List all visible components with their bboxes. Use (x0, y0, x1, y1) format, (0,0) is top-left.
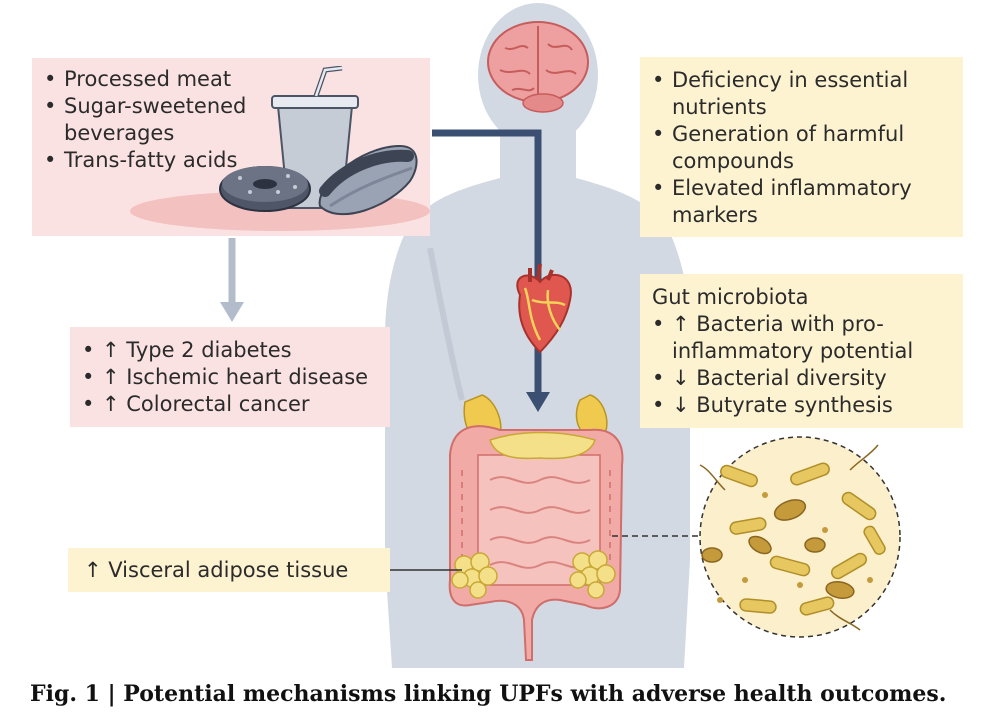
mechanism-item: Generation of harmful compounds (652, 121, 951, 175)
mechanism-item: Elevated inflammatory markers (652, 175, 951, 229)
gut-microbiota-item: ↑ Bacteria with pro-inflammatory potenti… (652, 311, 951, 365)
gut-microbiota-item: ↓ Bacterial diversity (652, 365, 951, 392)
mechanism-item: Deficiency in essential nutrients (652, 67, 951, 121)
donut-icon (219, 166, 311, 212)
gut-microbiota-box: Gut microbiota ↑ Bacteria with pro-infla… (640, 274, 963, 428)
food-item: Sugar-sweetened beverages (44, 93, 284, 147)
outcome-item: ↑ Colorectal cancer (82, 391, 378, 418)
outcome-item: ↑ Type 2 diabetes (82, 337, 378, 364)
visceral-adipose-box: ↑ Visceral adipose tissue (68, 548, 390, 592)
food-illustration (130, 66, 430, 231)
microbiota-circle (699, 436, 901, 638)
gut-microbiota-title: Gut microbiota (652, 285, 809, 309)
outcome-item: ↑ Ischemic heart disease (82, 364, 378, 391)
hot-dog-icon (318, 144, 418, 216)
food-item: Trans-fatty acids (44, 147, 420, 174)
gut-microbiota-item: ↓ Butyrate synthesis (652, 392, 951, 419)
visceral-adipose-label: ↑ Visceral adipose tissue (84, 558, 349, 582)
intestine-icon (448, 425, 624, 661)
heart-icon (516, 263, 572, 354)
adipose-left-icon (451, 552, 498, 599)
adipose-right-icon (569, 550, 616, 599)
outcomes-box: ↑ Type 2 diabetes ↑ Ischemic heart disea… (70, 327, 390, 427)
food-item: Processed meat (44, 66, 420, 93)
torso-shading (427, 247, 465, 401)
brain-icon (487, 21, 589, 113)
mechanisms-box: Deficiency in essential nutrients Genera… (640, 57, 963, 237)
figure-caption: Fig. 1 | Potential mechanisms linking UP… (30, 681, 947, 707)
foods-to-outcomes-arrow (220, 238, 244, 322)
